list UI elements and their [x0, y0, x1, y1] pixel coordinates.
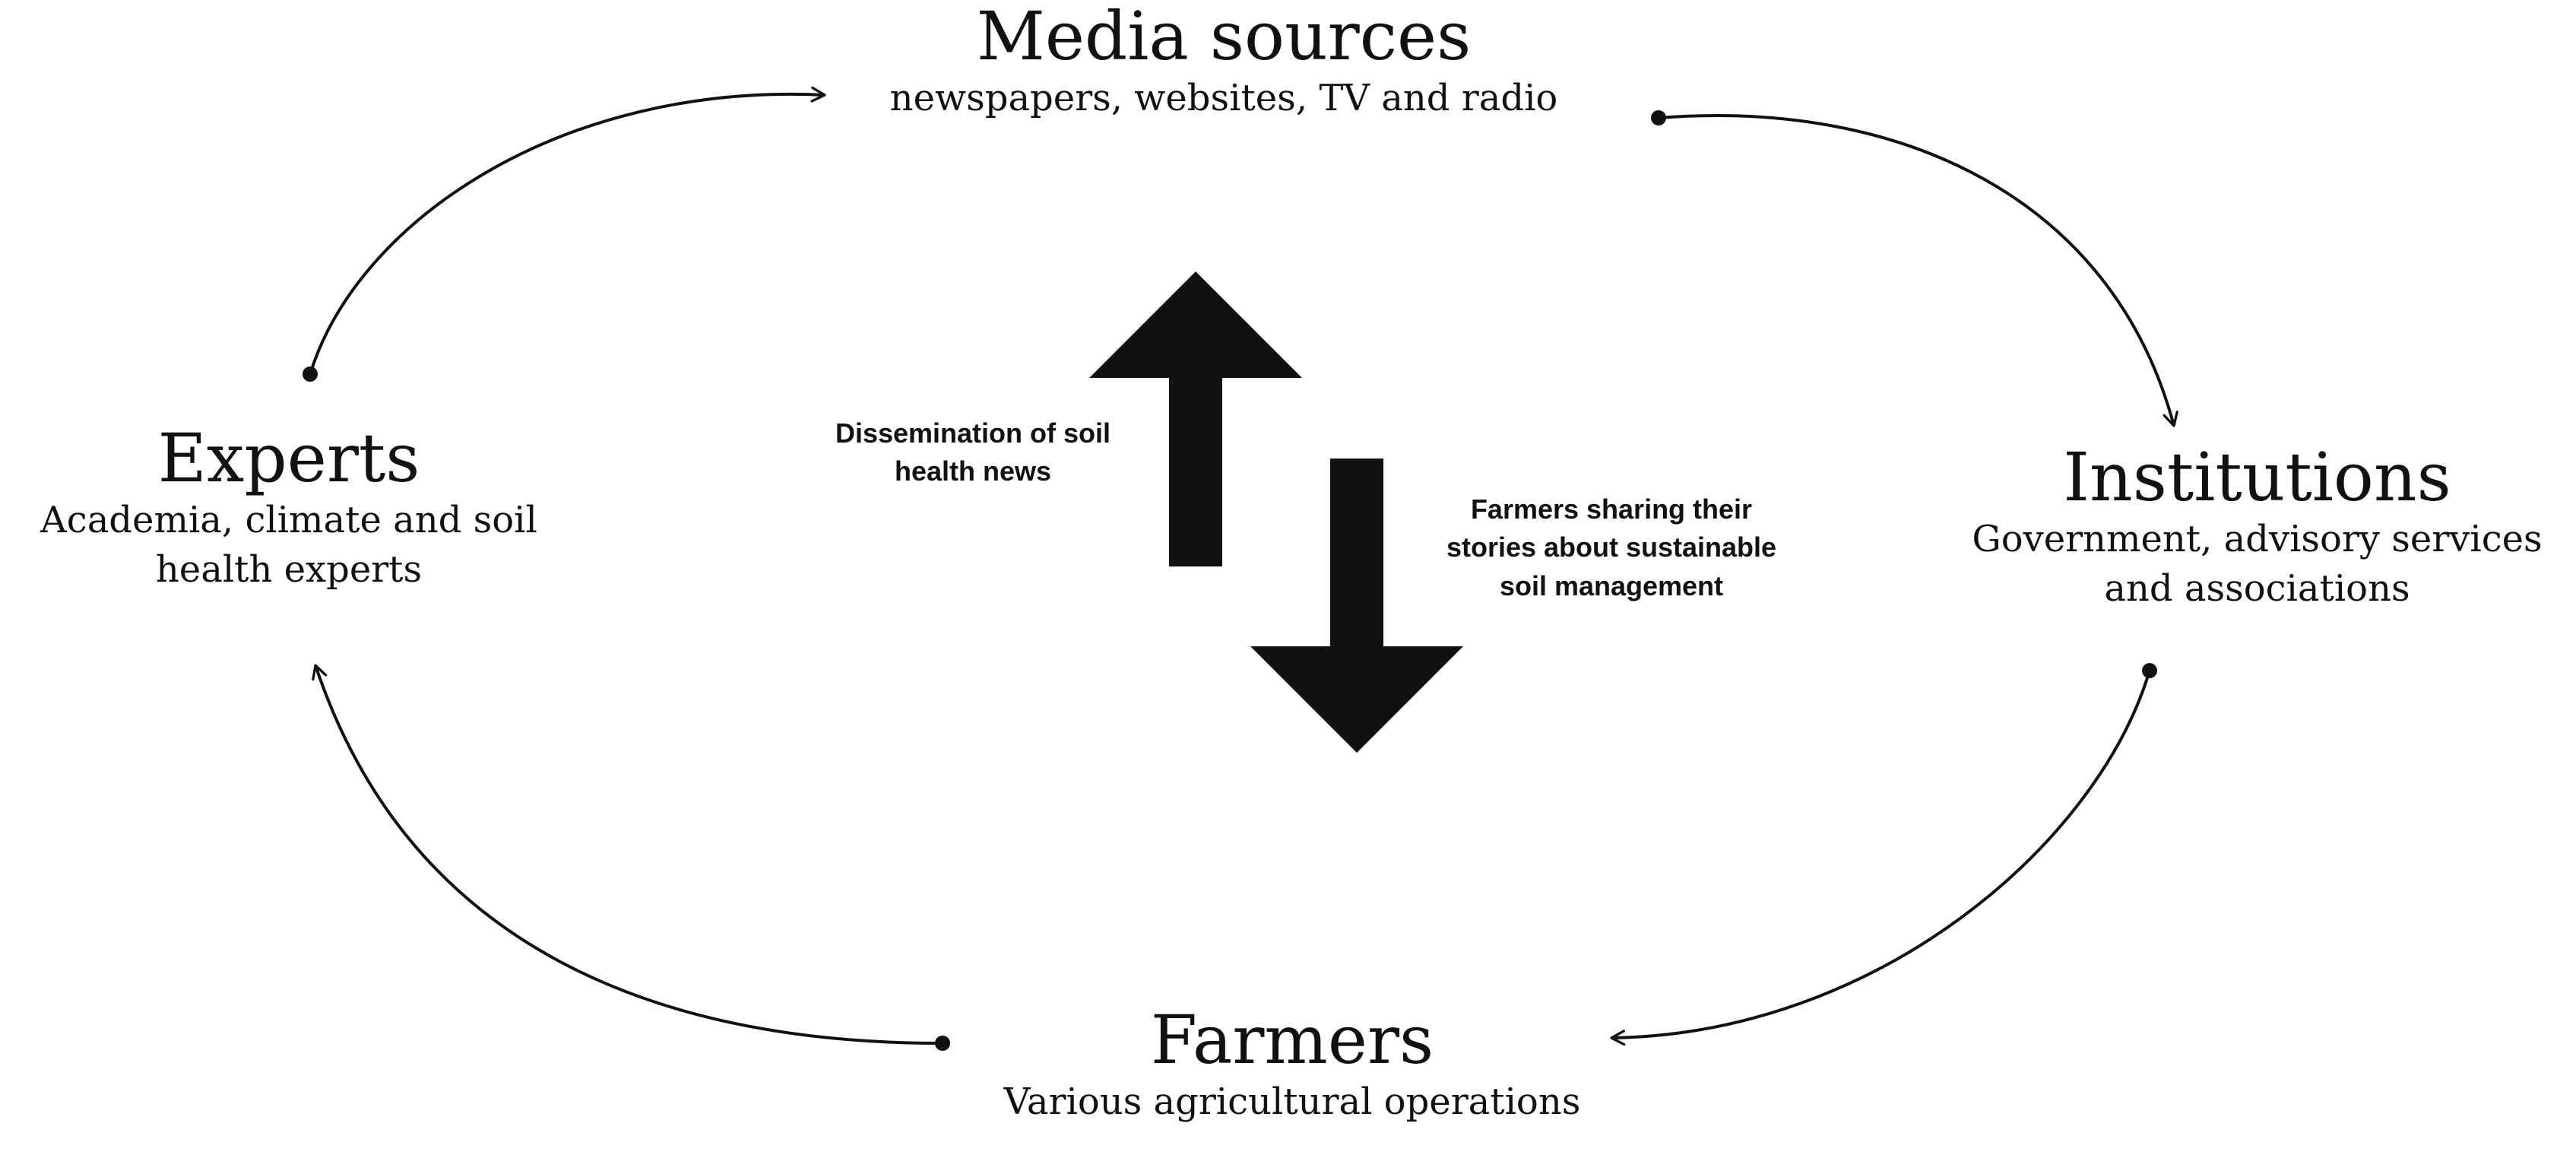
media-sources-subtitle: newspapers, websites, TV and radio: [889, 76, 1558, 119]
institutions-title: Institutions: [2063, 438, 2451, 516]
farmer-stories-label-line3: soil management: [1499, 570, 1724, 601]
experts-title: Experts: [157, 419, 420, 497]
institutions-subtitle-line1: Government, advisory services: [1972, 517, 2543, 560]
arrow-farmers-to-experts: [312, 664, 943, 1045]
farmer-stories-label-line1: Farmers sharing their: [1470, 493, 1753, 525]
media-sources-title: Media sources: [976, 0, 1472, 75]
arrow-farmers-to-experts-start-dot: [935, 1036, 950, 1051]
dissemination-up-arrow: [1089, 271, 1302, 566]
institutions-subtitle-line2: and associations: [2104, 566, 2410, 610]
farmers-subtitle: Various agricultural operations: [1003, 1080, 1581, 1123]
arrow-media-to-institutions: [1658, 114, 2178, 427]
arrow-experts-to-media-start-dot: [303, 366, 318, 382]
farmer-stories-label: Farmers sharing their stories about sust…: [1399, 490, 1824, 605]
farmer-stories-label-line2: stories about sustainable: [1446, 531, 1777, 563]
experts-subtitle-line2: health experts: [155, 547, 423, 591]
farmers-title: Farmers: [1150, 1001, 1434, 1079]
dissemination-label-line2: health news: [894, 455, 1052, 487]
node-institutions: Institutions Government, advisory servic…: [1938, 438, 2576, 613]
node-media-sources: Media sources newspapers, websites, TV a…: [798, 0, 1649, 123]
node-experts: Experts Academia, climate and soil healt…: [0, 419, 578, 594]
farmer-stories-down-arrow: [1250, 459, 1463, 753]
arrow-media-to-institutions-start-dot: [1651, 110, 1666, 125]
dissemination-label-line1: Dissemination of soil: [835, 417, 1111, 449]
cycle-arrows: [303, 86, 2178, 1051]
arrow-institutions-to-farmers: [1610, 670, 2151, 1046]
node-farmers: Farmers Various agricultural operations: [912, 1001, 1672, 1127]
dissemination-label: Dissemination of soil health news: [775, 414, 1171, 491]
arrow-experts-to-media: [309, 86, 826, 375]
arrow-institutions-to-farmers-start-dot: [2142, 663, 2157, 678]
experts-subtitle-line1: Academia, climate and soil: [40, 498, 537, 541]
